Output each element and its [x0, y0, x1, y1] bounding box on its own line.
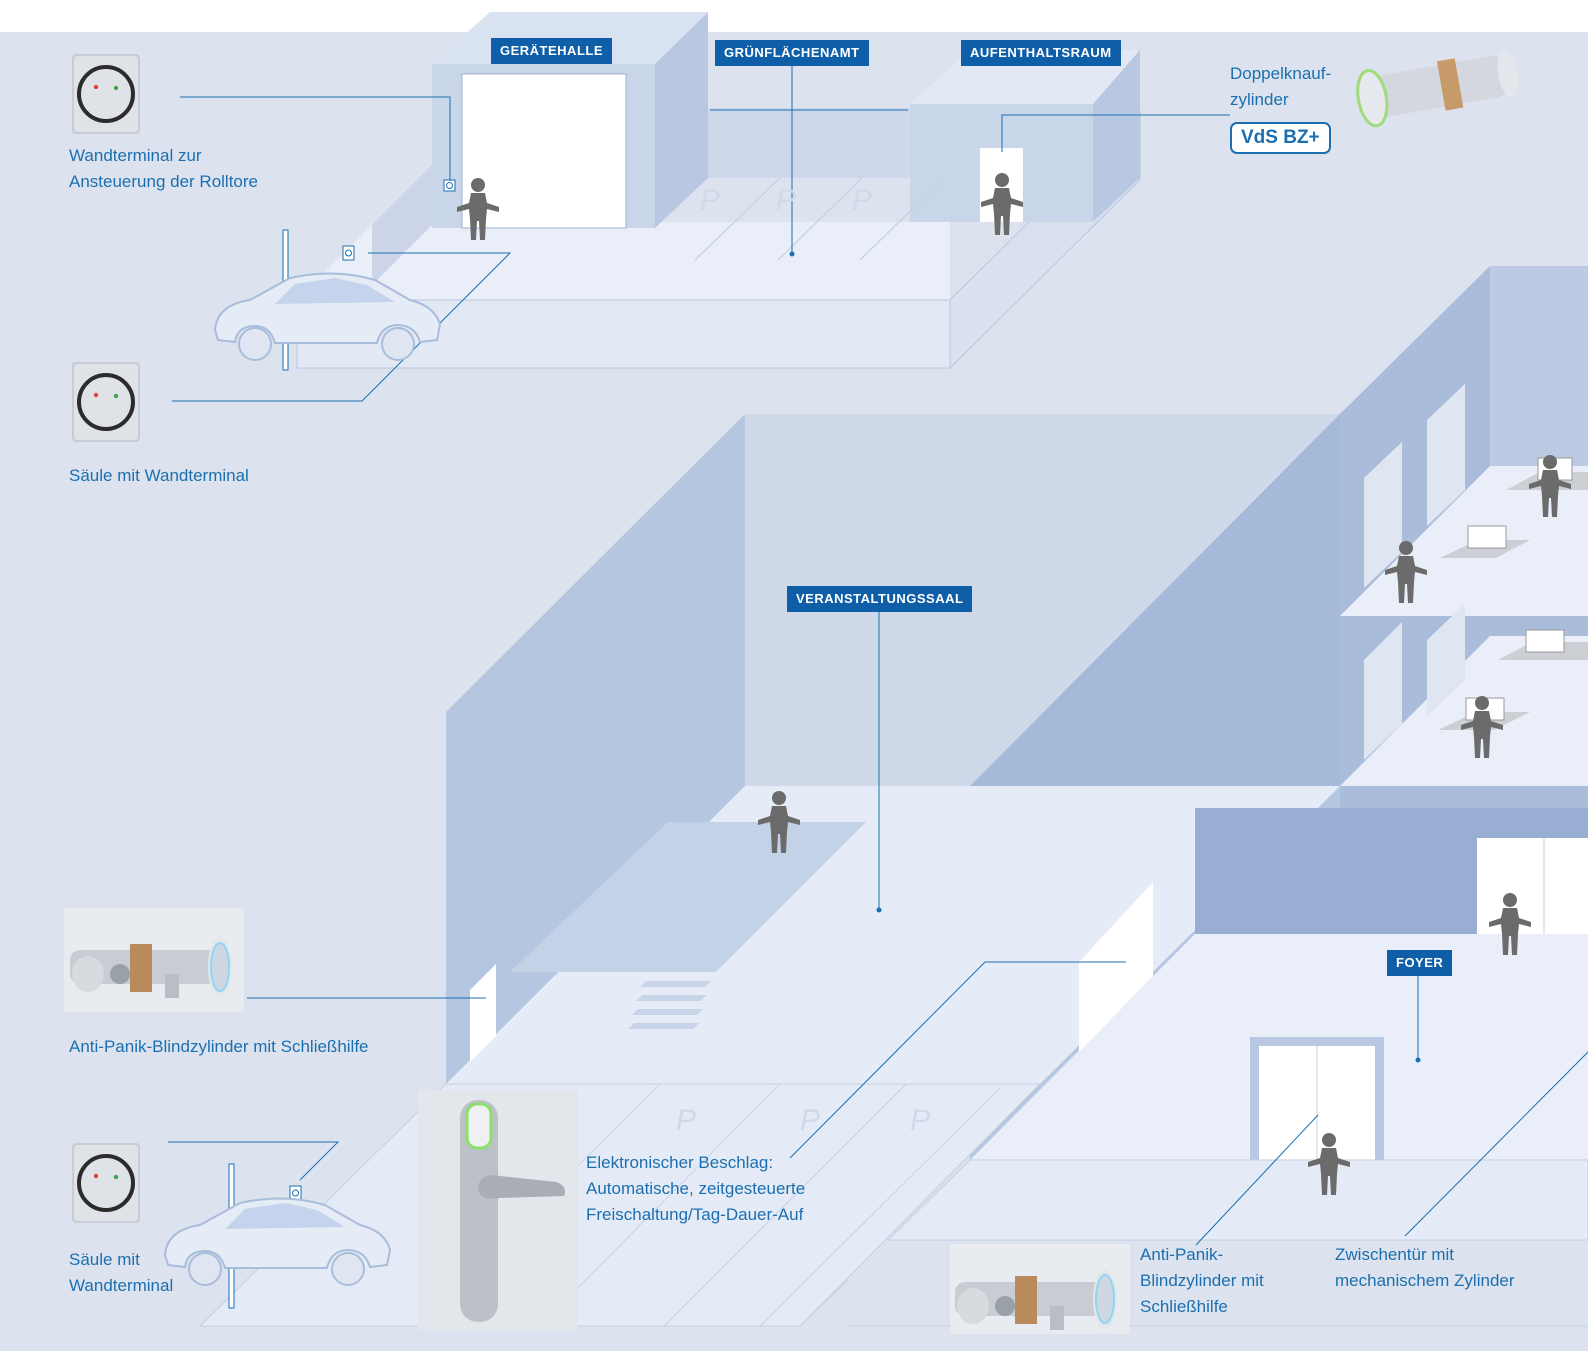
- door-handle-icon: [418, 1090, 578, 1330]
- area-tag-gruenflaechenamt: GRÜNFLÄCHENAMT: [715, 40, 869, 66]
- parking-icon: P: [676, 1104, 696, 1137]
- label-antipanik-left: Anti-Panik-Blindzylinder mit Schließhilf…: [69, 1037, 369, 1056]
- area-tag-geraetehalle: GERÄTEHALLE: [491, 38, 612, 64]
- lock-cylinder-icon: [950, 1244, 1130, 1334]
- wall-terminal-icon: [70, 360, 142, 444]
- label-antipanik-bottom: Anti-Panik- Blindzylinder mit Schließhil…: [1140, 1245, 1264, 1316]
- wall-terminal-icon: [70, 52, 142, 136]
- area-tag-veranstaltungssaal: VERANSTALTUNGSSAAL: [787, 586, 973, 612]
- area-tag-foyer: FOYER: [1387, 950, 1453, 976]
- label-saeule-wandterminal-top: Säule mit Wandterminal: [69, 466, 249, 485]
- label-zwischentuer: Zwischentür mit mechanischem Zylinder: [1335, 1245, 1515, 1290]
- parking-icon: P: [800, 1104, 820, 1137]
- parking-icon: P: [910, 1104, 930, 1137]
- parking-icon: P: [852, 184, 872, 217]
- parking-icon: P: [700, 184, 720, 217]
- wall-terminal-icon: [70, 1141, 142, 1225]
- label-doppelknaufzylinder: Doppelknauf- zylinder: [1230, 64, 1332, 109]
- vds-badge: VdS BZ+: [1230, 122, 1331, 154]
- label-elektronischer-beschlag: Elektronischer Beschlag: Automatische, z…: [586, 1153, 806, 1224]
- lock-cylinder-icon: [64, 908, 244, 1012]
- label-wandterminal-rolltore: Wandterminal zur Ansteuerung der Rolltor…: [69, 146, 259, 191]
- lock-cylinder-icon: [1356, 50, 1519, 128]
- label-saeule-wandterminal-bottom: Säule mit Wandterminal: [69, 1250, 174, 1295]
- area-tag-aufenthaltsraum: AUFENTHALTSRAUM: [961, 40, 1121, 66]
- parking-icon: P: [776, 184, 796, 217]
